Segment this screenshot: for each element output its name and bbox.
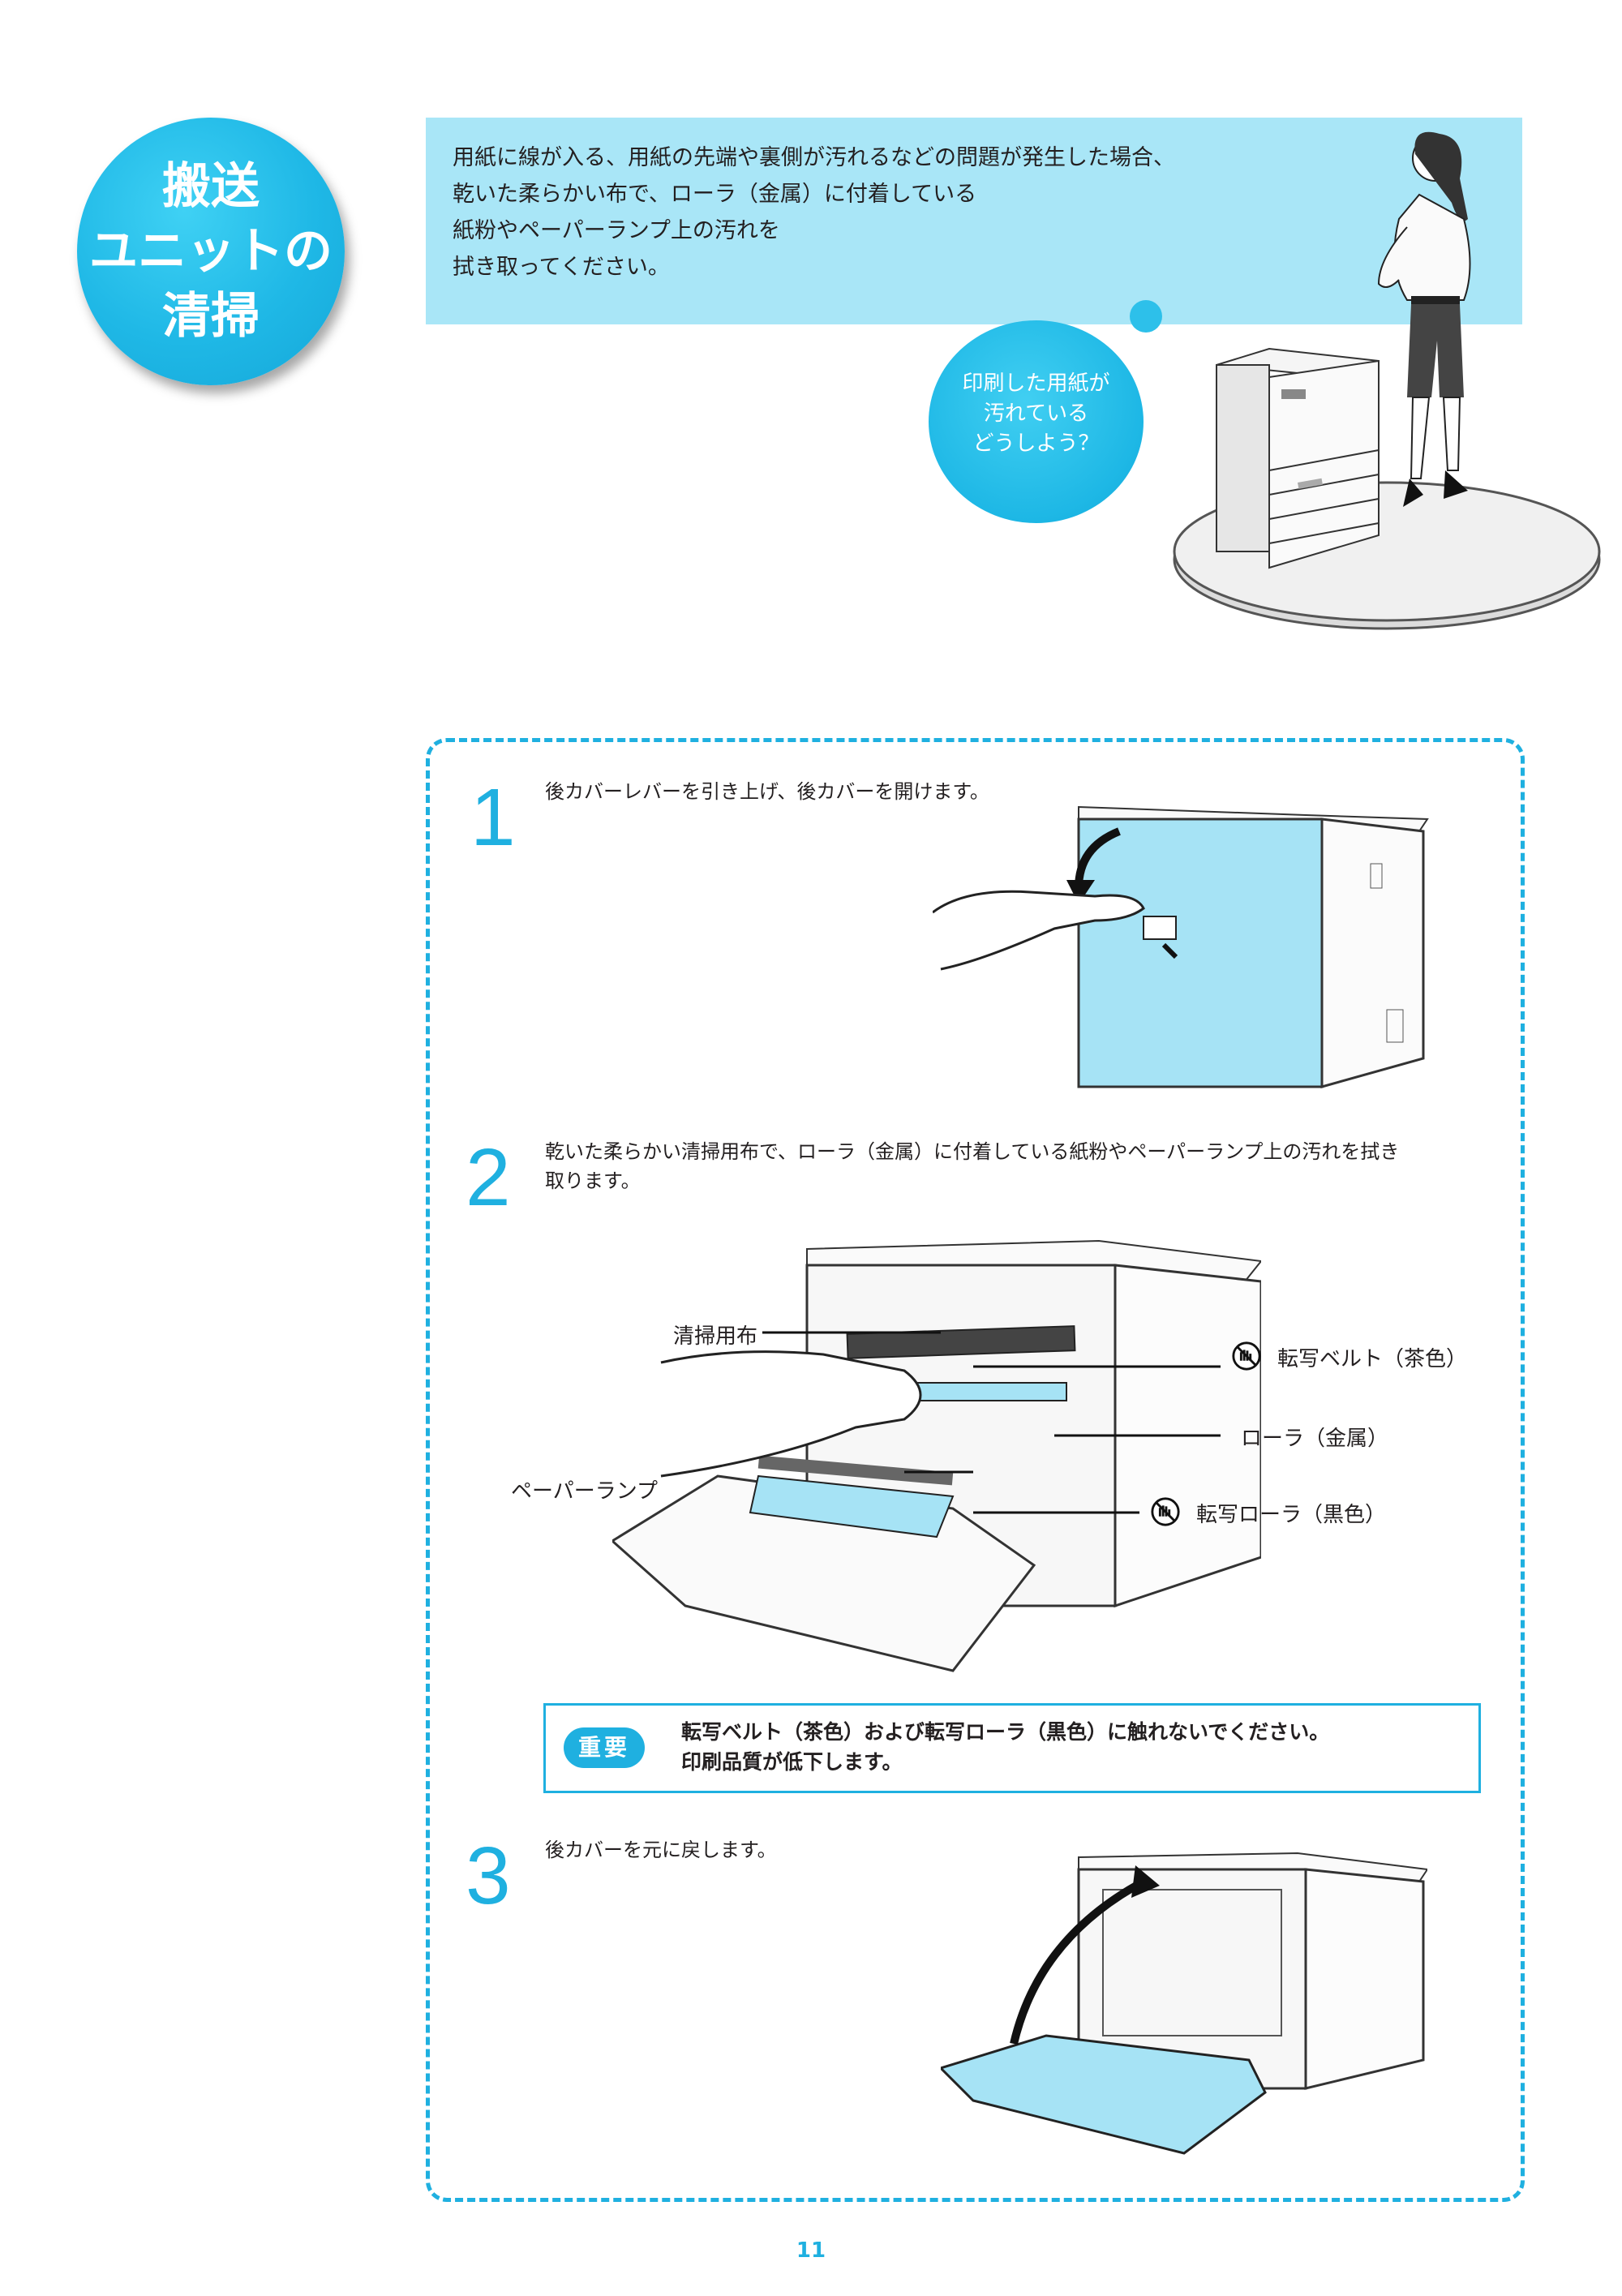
printer-interior-illustration [612, 1239, 1261, 1672]
step-number: 2 [466, 1132, 511, 1223]
open-rear-cover-illustration [933, 805, 1429, 1088]
thought-bubble-text: 印刷した用紙が 汚れている どうしよう？ [962, 371, 1110, 456]
steps-frame [426, 738, 1525, 2202]
important-note-text: 転写ベルト（茶色）および転写ローラ（黒色）に触れないでください。 印刷品質が低下… [681, 1720, 1330, 1774]
callout-paper-ramp: ペーパーランプ [511, 1479, 658, 1504]
important-badge: 重要 [564, 1727, 645, 1768]
callout-transfer-roller: 転写ローラ（黒色） [1196, 1503, 1387, 1527]
close-rear-cover-illustration [941, 1852, 1427, 2155]
callout-cleaning-cloth: 清掃用布 [673, 1324, 758, 1349]
thought-bubble [929, 320, 1144, 523]
step-number: 3 [466, 1830, 511, 1921]
step-text: 後カバーレバーを引き上げ、後カバーを開けます。 [545, 780, 989, 803]
thought-bubble-dot [1130, 300, 1162, 333]
step-number: 1 [470, 772, 516, 863]
prohibit-touch-icon [1151, 1497, 1180, 1526]
intro-box [426, 118, 1522, 324]
title-badge [77, 118, 345, 385]
step-text: 乾いた柔らかい清掃用布で、ローラ（金属）に付着している紙粉やペーパーランプ上の汚… [545, 1140, 1400, 1192]
callout-roller-metal: ローラ（金属） [1241, 1427, 1389, 1451]
prohibit-touch-icon [1232, 1341, 1261, 1371]
woman-printer-illustration [1173, 131, 1601, 630]
intro-text: 用紙に線が入る、用紙の先端や裏側が汚れるなどの問題が発生した場合、 乾いた柔らか… [453, 145, 1175, 280]
callout-leader-lines [762, 1331, 1221, 1514]
page-number: 11 [796, 2238, 826, 2263]
important-note [543, 1703, 1481, 1793]
page-title: 搬送 ユニットの 清掃 [89, 158, 333, 345]
callout-transfer-belt: 転写ベルト（茶色） [1277, 1347, 1468, 1371]
step-text: 後カバーを元に戻します。 [545, 1839, 777, 1861]
